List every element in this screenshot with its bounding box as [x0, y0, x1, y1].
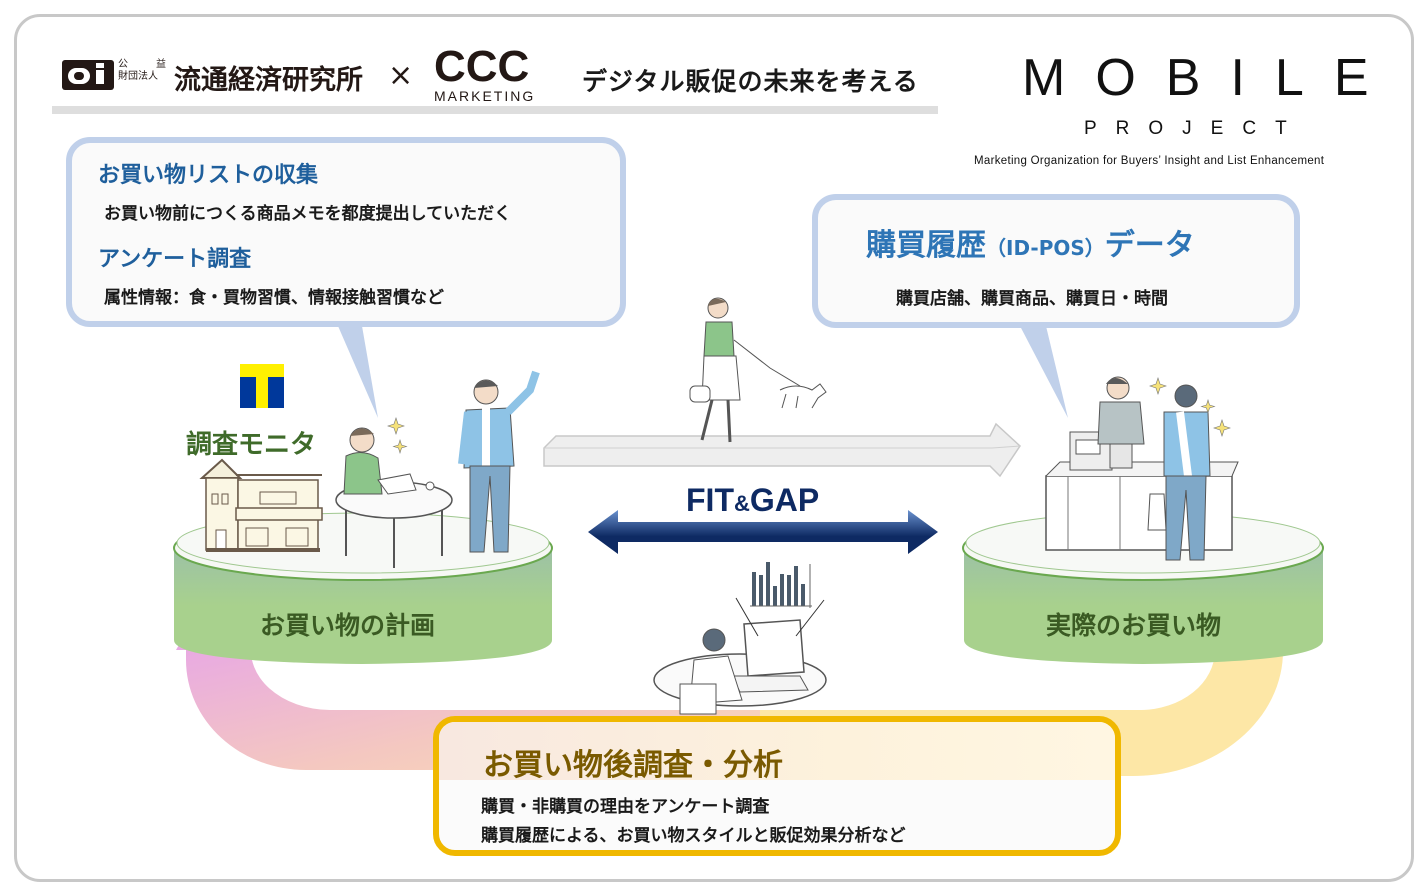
journey-arrow	[543, 422, 1021, 478]
analysis-title-band	[439, 722, 1115, 780]
t-card-logo-icon	[240, 364, 284, 408]
di-small-top-left: 公	[118, 59, 128, 70]
bar-chart-icon	[750, 562, 812, 608]
survey-text: 属性情報：食・買物習慣、情報接触習慣など	[104, 288, 444, 308]
di-small-bottom: 財団法人	[118, 71, 158, 82]
purchase-history-title-paren: （ID-POS）	[986, 236, 1105, 260]
house-icon	[199, 458, 323, 552]
purchase-history-text: 購買店舗、購買商品、購買日・時間	[896, 289, 1168, 309]
left-bubble-tail	[338, 326, 378, 418]
header-divider	[52, 106, 938, 114]
di-small-top-right: 益	[156, 59, 166, 70]
fitgap-amp: &	[733, 491, 750, 516]
analysis-line-1: 購買・非購買の理由をアンケート調査	[481, 797, 770, 817]
tagline: デジタル販促の未来を考える	[582, 67, 919, 96]
survey-monitor-label: 調査モニタ	[186, 430, 317, 460]
purchase-history-title-main: 購買履歴	[866, 228, 986, 263]
ccc-logo: CCC	[434, 42, 530, 91]
analysis-line-2: 購買履歴による、お買い物スタイルと販促効果分析など	[481, 826, 906, 846]
purchase-history-title: 購買履歴（ID-POS）データ	[866, 220, 1195, 264]
di-org-name: 流通経済研究所	[174, 65, 363, 96]
right-bubble-tail	[1020, 326, 1068, 418]
actual-shopping-label: 実際のお買い物	[1046, 611, 1222, 640]
shopping-list-bubble: お買い物リストの収集 お買い物前につくる商品メモを都度提出していただく アンケー…	[66, 137, 626, 327]
shopping-plan-label: お買い物の計画	[260, 611, 436, 640]
checkout-counter-illustration	[1045, 376, 1239, 561]
walking-woman-with-dog-illustration	[689, 297, 827, 443]
mobile-project-title: MOBILE	[1022, 49, 1399, 107]
fitgap-label: FIT&GAP	[686, 482, 819, 519]
di-org-type: 公 益 財団法人	[118, 59, 170, 83]
woman-at-laptop-illustration	[335, 417, 453, 568]
analysis-title: お買い物後調査・分析	[483, 748, 783, 783]
purchase-history-title-tail: データ	[1104, 228, 1195, 263]
shopping-list-title: お買い物リストの収集	[98, 163, 319, 188]
purchase-history-bubble: 購買履歴（ID-POS）データ 購買店舗、購買商品、購買日・時間	[812, 194, 1300, 328]
fitgap-double-arrow	[588, 510, 938, 554]
shopping-list-text: お買い物前につくる商品メモを都度提出していただく	[104, 204, 512, 224]
fitgap-gap: GAP	[749, 482, 820, 518]
survey-title: アンケート調査	[98, 247, 252, 272]
fitgap-fit: FIT	[686, 482, 734, 518]
analyst-at-laptop-illustration	[653, 562, 827, 715]
di-logo-icon	[62, 60, 114, 90]
ccc-logo-sub: MARKETING	[434, 88, 536, 104]
mobile-project-subtitle: PROJECT	[1084, 118, 1306, 139]
collaboration-symbol: ×	[388, 58, 414, 93]
post-shopping-analysis-box: お買い物後調査・分析 購買・非購買の理由をアンケート調査 購買履歴による、お買い…	[433, 716, 1121, 856]
mobile-project-description: Marketing Organization for Buyers’ Insig…	[974, 155, 1325, 167]
waving-man-illustration	[458, 370, 540, 553]
